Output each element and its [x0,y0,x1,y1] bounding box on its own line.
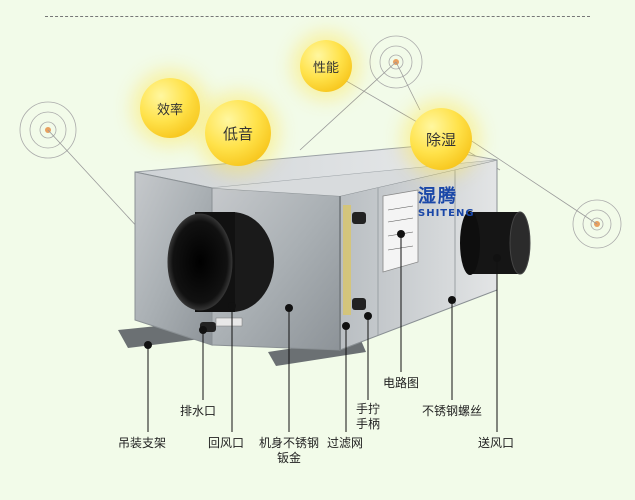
label-return-air: 回风口 [208,436,245,450]
brand-logo: 湿腾 SHITENG [418,182,475,219]
bubble-efficiency: 效率 [140,78,200,138]
handle-knob [352,212,366,224]
target-circle-right [572,199,622,249]
label-filter: 过滤网 [327,436,364,450]
top-divider [45,16,590,17]
bubble-low-noise: 低音 [205,100,271,166]
brand-name-cn: 湿腾 [418,186,458,207]
label-body-line1: 机身不锈钢 [259,436,320,450]
label-drain: 排水口 [180,404,217,418]
label-body-line2: 钣金 [277,451,302,465]
supply-air-duct [509,211,531,275]
bubble-dehumidify: 除湿 [410,108,472,170]
return-air-duct [167,213,233,311]
brand-name-en: SHITENG [418,208,475,219]
bubble-performance: 性能 [300,40,352,92]
label-hanger: 吊装支架 [118,436,167,450]
label-screw: 不锈钢螺丝 [422,404,483,418]
label-handle: 手拧 手柄 [356,402,380,432]
label-handle-line1: 手拧 [356,402,381,416]
label-body: 机身不锈钢 钣金 [259,436,319,466]
label-handle-line2: 手柄 [356,417,381,431]
label-supply-air: 送风口 [478,436,515,450]
label-circuit: 电路图 [383,376,420,390]
